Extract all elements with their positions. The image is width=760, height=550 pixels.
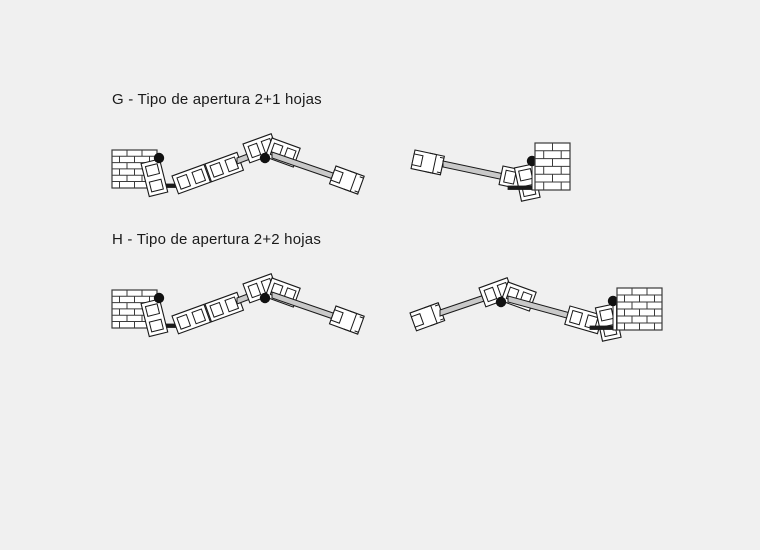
pivot-point [259, 152, 271, 164]
row-title-h: H - Tipo de apertura 2+2 hojas [112, 231, 322, 248]
door-leaf [204, 151, 244, 183]
door-leaf [500, 281, 537, 312]
track-rail [271, 291, 337, 321]
door-leaf [242, 273, 279, 304]
brick-wall [111, 289, 158, 329]
door-leaf [171, 303, 211, 335]
door-leaf [564, 305, 604, 335]
track-rail [271, 151, 337, 181]
pivot-point [259, 292, 271, 304]
pivot-point [495, 296, 507, 308]
track-rail [439, 287, 506, 317]
door-leaf [140, 298, 169, 338]
h-left-assembly [111, 273, 365, 338]
door-leaf [410, 149, 445, 176]
row-title-g: G - Tipo de apertura 2+1 hojas [112, 91, 322, 108]
brick-wall [111, 149, 158, 189]
door-leaf [513, 163, 541, 202]
pivot-point [526, 155, 538, 167]
door-leaf [171, 163, 211, 195]
pivot-point [607, 295, 619, 307]
h-right-assembly [409, 277, 663, 342]
track-rail [442, 160, 510, 182]
door-leaf [328, 305, 365, 335]
g-left-assembly [111, 133, 365, 198]
track-rail [236, 143, 275, 165]
brick-wall [534, 142, 571, 191]
row-g-diagram [111, 133, 571, 202]
door-leaf [594, 303, 622, 342]
brick-wall [616, 287, 663, 331]
door-leaf [204, 291, 244, 323]
door-leaf [478, 277, 515, 308]
track-rail [507, 295, 575, 321]
door-leaf [242, 133, 279, 164]
door-leaf [328, 165, 365, 195]
g-right-assembly [410, 142, 571, 202]
door-leaf [140, 158, 169, 198]
row-h-diagram [111, 273, 663, 342]
pivot-point [153, 292, 165, 304]
door-leaf [498, 165, 537, 193]
door-leaf [264, 137, 301, 168]
door-leaf [264, 277, 301, 308]
track-rail [236, 283, 275, 305]
pivot-point [153, 152, 165, 164]
door-leaf [409, 302, 446, 332]
